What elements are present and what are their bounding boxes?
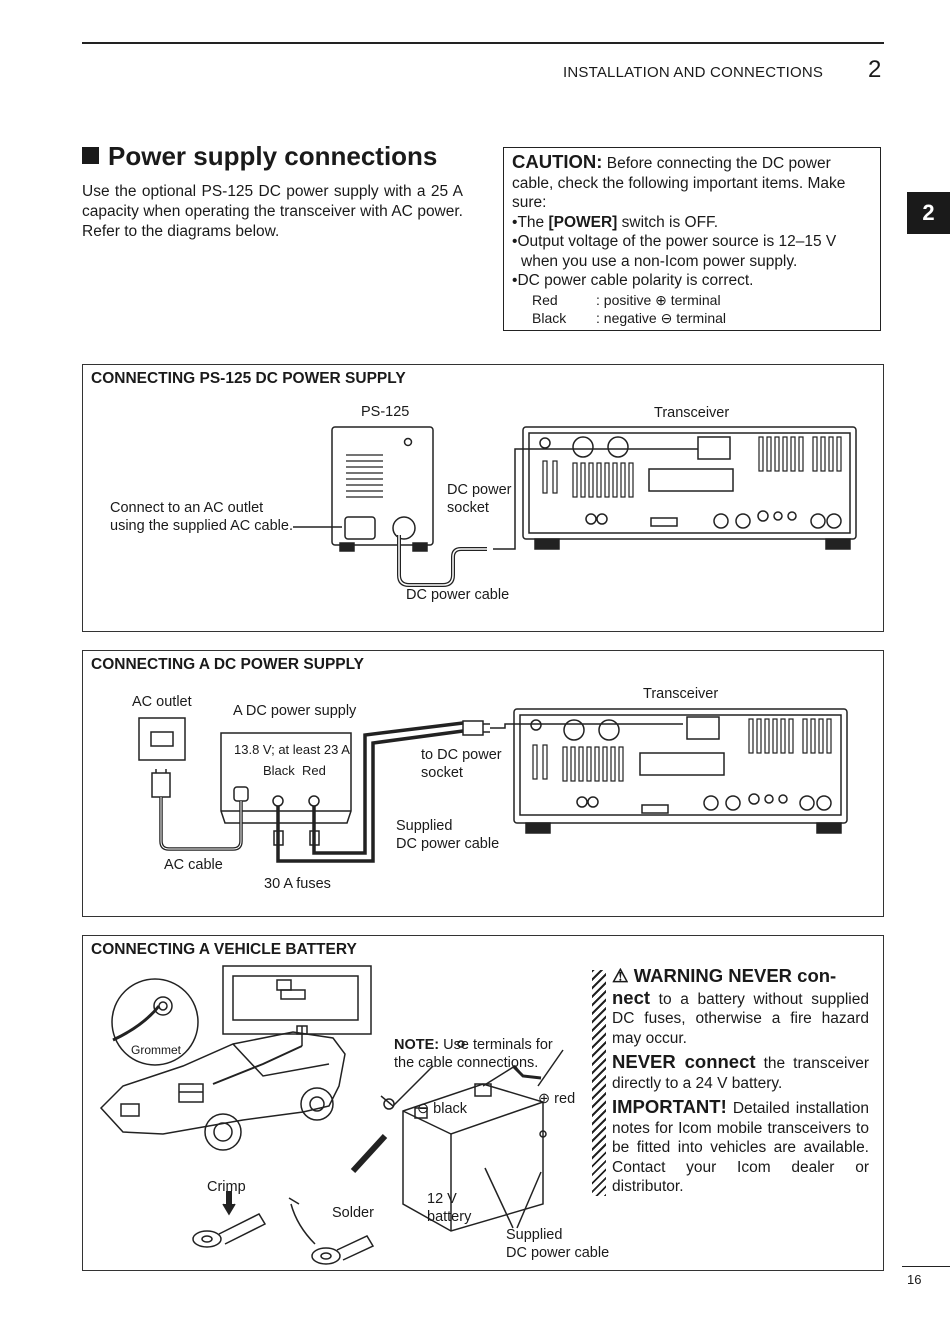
caution-item: •DC power cable polarity is correct. [512,272,754,289]
battery-label: 12 V battery [427,1191,472,1225]
warning-paragraph: ⚠ WARNING NEVER con- nect to a battery w… [612,965,869,1047]
panel-title: CONNECTING A VEHICLE BATTERY [91,941,357,958]
red-terminal-label: Red [302,763,326,778]
ac-outlet-label: AC outlet [132,694,192,710]
transceiver-label: Transceiver [643,686,719,702]
polarity-red: Red: positive ⊕ terminal [532,291,721,308]
caution-box: CAUTION: Before connecting the DC power … [503,147,881,331]
rating-label: 13.8 V; at least 23 A [234,742,350,757]
header-section-title: INSTALLATION AND CONNECTIONS [563,64,824,81]
chapter-tab: 2 [907,192,950,234]
warning-hatch [592,970,606,1196]
dc-supply-label: A DC power supply [233,703,357,719]
section-title: Power supply connections [82,141,437,172]
ac-cable-label: AC cable [164,857,223,873]
intro-paragraph: Use the optional PS-125 DC power supply … [82,183,463,240]
red-terminal-label: ⊕ red [538,1091,576,1107]
never-paragraph: NEVER connect the transceiver directly t… [612,1051,869,1092]
crimp-label: Crimp [207,1179,246,1195]
polarity-black: Black: negative ⊖ terminal [532,309,727,326]
vehicle-battery-diagram [99,965,564,1265]
note: NOTE: Use terminals for the cable connec… [394,1037,553,1071]
dc-cable-label: Supplied DC power cable [396,818,500,852]
caution-text: Before connecting the DC power cable, ch… [512,155,846,211]
bullet-square-icon [82,147,99,164]
header-chapter-number: 2 [868,56,882,83]
dc-socket-label: to DC power socket [421,747,502,781]
black-terminal-label: Black [263,763,295,778]
header-rule [82,42,884,44]
caution-item: •Output voltage of the power source is 1… [512,233,837,270]
panel-title: CONNECTING PS-125 DC POWER SUPPLY [91,370,406,387]
ac-outlet-note: Connect to an AC outlet using the suppli… [110,500,293,534]
solder-label: Solder [332,1205,374,1221]
footer-rule [902,1266,950,1267]
warning-block: ⚠ WARNING NEVER con- nect to a battery w… [612,966,869,1201]
panel-vehicle-battery: CONNECTING A VEHICLE BATTERY [82,935,884,1271]
dc-supply-diagram [138,708,848,863]
black-terminal-label: ⊖ black [417,1101,468,1117]
caution-item: •The [POWER] switch is OFF. [512,213,719,231]
dc-cable-label: DC power cable [406,587,510,603]
important-paragraph: IMPORTANT! Detailed installation notes f… [612,1096,869,1195]
panel-ps125: CONNECTING PS-125 DC POWER SUPPLY [82,364,884,632]
panel-dc-supply: CONNECTING A DC POWER SUPPLY [82,650,884,917]
fuses-label: 30 A fuses [264,876,331,892]
page-number: 16 [907,1272,922,1287]
caution-title: CAUTION: [512,151,603,172]
dc-cable-label: Supplied DC power cable [506,1227,610,1261]
dc-socket-label: DC power socket [447,482,512,516]
transceiver-label: Transceiver [654,405,730,421]
ps125-label: PS-125 [361,404,410,420]
panel-title: CONNECTING A DC POWER SUPPLY [91,656,364,673]
grommet-label: Grommet [131,1043,182,1057]
ps125-diagram [293,426,857,587]
